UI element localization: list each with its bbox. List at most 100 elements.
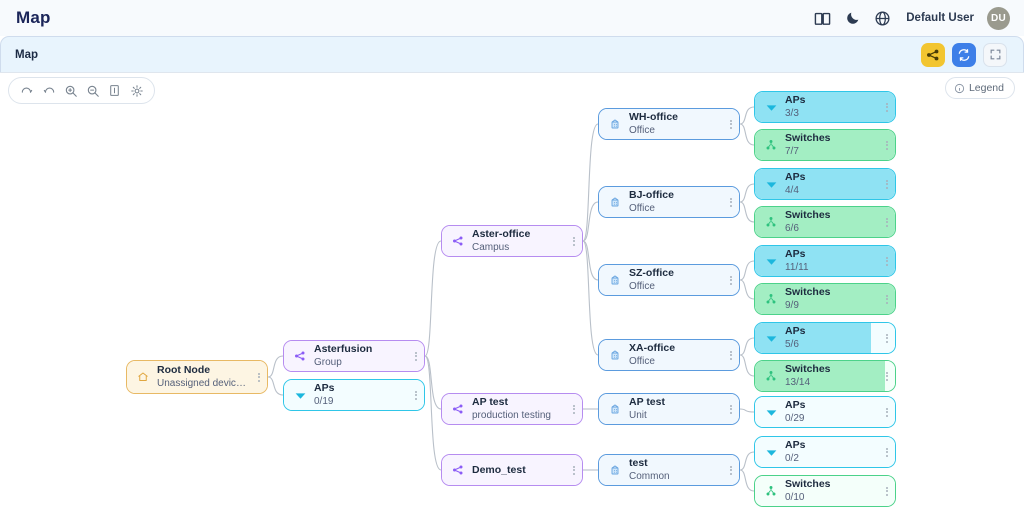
topology-edge (582, 123, 599, 242)
node-subtitle: Office (629, 203, 655, 214)
node-subtitle: 7/7 (785, 146, 799, 157)
building-icon (604, 196, 626, 208)
avatar[interactable]: DU (987, 6, 1010, 30)
node-menu-icon[interactable] (251, 372, 267, 382)
node-menu-icon[interactable] (566, 465, 582, 475)
topology-node-sz-aps[interactable]: APs 11/11 (754, 245, 896, 277)
building-icon (604, 403, 626, 415)
node-menu-icon[interactable] (723, 350, 739, 360)
node-menu-icon[interactable] (879, 294, 895, 304)
node-title: APs (785, 439, 806, 451)
topology-edge (739, 123, 755, 146)
node-menu-icon[interactable] (879, 102, 895, 112)
node-subtitle: 0/19 (314, 396, 334, 407)
node-title: APs (785, 325, 806, 337)
sparkle-icon[interactable] (127, 81, 146, 100)
refresh-button[interactable] (952, 42, 976, 67)
node-subtitle: 11/11 (785, 262, 809, 273)
node-menu-icon[interactable] (879, 333, 895, 343)
node-menu-icon[interactable] (879, 447, 895, 457)
node-title: XA-office (629, 342, 676, 354)
node-subtitle: production testing (472, 410, 551, 421)
node-menu-icon[interactable] (566, 404, 582, 414)
topology-edge (739, 337, 755, 356)
node-menu-icon[interactable] (879, 486, 895, 496)
node-title: APs (314, 382, 335, 394)
node-menu-icon[interactable] (723, 197, 739, 207)
moon-icon[interactable] (844, 10, 861, 27)
node-menu-icon[interactable] (879, 256, 895, 266)
node-subtitle: Unit (629, 410, 647, 421)
topology-edge (267, 355, 284, 378)
node-menu-icon[interactable] (879, 217, 895, 227)
topology-layout-button[interactable] (921, 42, 945, 67)
node-subtitle: 4/4 (785, 185, 799, 196)
node-subtitle: 0/10 (785, 492, 805, 503)
node-menu-icon[interactable] (879, 140, 895, 150)
book-icon[interactable] (814, 10, 831, 27)
ap-icon (760, 406, 782, 419)
node-menu-icon[interactable] (723, 465, 739, 475)
node-menu-icon[interactable] (723, 119, 739, 129)
globe-icon[interactable] (874, 10, 891, 27)
info-icon (954, 83, 965, 93)
switch-icon (760, 485, 782, 497)
redo-icon[interactable] (17, 81, 36, 100)
node-title: WH-office (629, 111, 678, 123)
node-menu-icon[interactable] (879, 407, 895, 417)
node-menu-icon[interactable] (879, 371, 895, 381)
zoom-in-icon[interactable] (61, 81, 80, 100)
building-icon (604, 274, 626, 286)
node-menu-icon[interactable] (408, 351, 424, 361)
undo-icon[interactable] (39, 81, 58, 100)
topology-node-aps-root[interactable]: APs 0/19 (283, 379, 425, 411)
node-menu-icon[interactable] (879, 179, 895, 189)
node-fill-bar (755, 207, 895, 237)
node-subtitle: Group (314, 357, 342, 368)
tab-map[interactable]: Map (0, 36, 1024, 72)
node-menu-icon[interactable] (723, 404, 739, 414)
node-menu-icon[interactable] (566, 236, 582, 246)
page-title: Map (16, 8, 51, 27)
group-icon (289, 350, 311, 362)
node-menu-icon[interactable] (723, 275, 739, 285)
topology-node-demo-test[interactable]: Demo_test (441, 454, 583, 486)
switch-icon (760, 139, 782, 151)
canvas-toolbar (8, 77, 155, 104)
fullscreen-button[interactable] (983, 42, 1007, 67)
node-subtitle: Campus (472, 242, 510, 253)
node-menu-icon[interactable] (408, 390, 424, 400)
node-title: Demo_test (472, 463, 526, 476)
node-title: APs (785, 248, 806, 260)
topology-edge (267, 376, 284, 396)
fit-page-icon[interactable] (105, 81, 124, 100)
zoom-out-icon[interactable] (83, 81, 102, 100)
topology-edge (424, 355, 442, 471)
legend-button[interactable]: Legend (944, 77, 1015, 99)
